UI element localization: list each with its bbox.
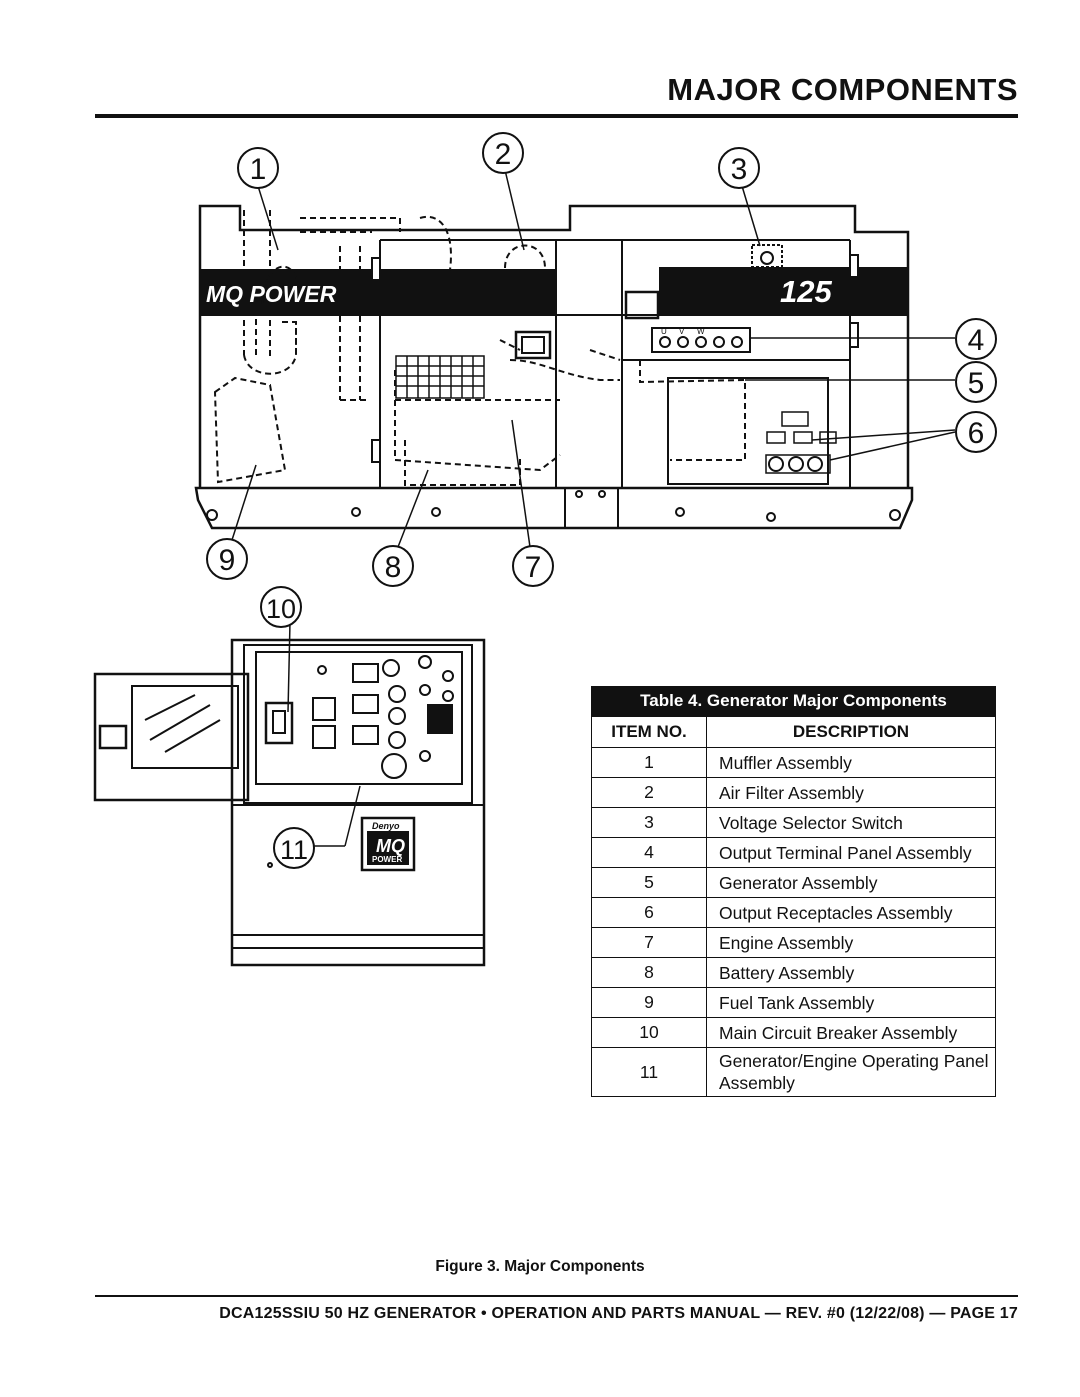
figure-caption: Figure 3. Major Components xyxy=(435,1258,645,1275)
svg-text:8: 8 xyxy=(385,551,402,584)
svg-text:W: W xyxy=(697,327,705,336)
model-number: 125 xyxy=(780,274,832,309)
radiator-grill xyxy=(395,355,485,399)
callout-5 xyxy=(955,361,997,403)
brand-stripe-right xyxy=(659,267,851,316)
svg-text:Denyo: Denyo xyxy=(372,821,400,831)
svg-text:V: V xyxy=(679,327,685,336)
header-description: DESCRIPTION xyxy=(706,716,996,748)
page-footer: DCA125SSIU 50 HZ GENERATOR • OPERATION A… xyxy=(219,1305,1018,1322)
title-rule xyxy=(95,114,1018,118)
svg-text:POWER: POWER xyxy=(372,855,402,864)
svg-text:3: 3 xyxy=(731,153,748,186)
page-title: MAJOR COMPONENTS xyxy=(667,72,1018,107)
row-11-line-1: Generator/Engine Operating Panel xyxy=(719,1051,989,1071)
svg-text:6: 6 xyxy=(968,417,985,450)
callout-1 xyxy=(237,147,279,189)
table-header-row: ITEM NO. DESCRIPTION xyxy=(591,716,996,748)
callout-8 xyxy=(372,545,414,587)
svg-text:5: 5 xyxy=(968,367,985,400)
svg-text:7: 7 xyxy=(525,551,542,584)
callout-11 xyxy=(273,827,315,869)
svg-text:4: 4 xyxy=(968,324,985,357)
svg-text:10: 10 xyxy=(266,594,296,624)
svg-text:9: 9 xyxy=(219,544,236,577)
svg-text:U: U xyxy=(661,327,667,336)
control-panel xyxy=(93,621,486,967)
row-11-line-2: Assembly xyxy=(719,1073,795,1093)
svg-text:1: 1 xyxy=(250,153,267,186)
footer-rule xyxy=(95,1295,1018,1297)
generator-enclosure xyxy=(194,204,914,530)
table-caption: Table 4. Generator Major Components xyxy=(591,686,996,716)
components-table: Table 4. Generator Major Components ITEM… xyxy=(591,686,996,1097)
callout-10 xyxy=(260,586,302,628)
callout-7 xyxy=(512,545,554,587)
header-item-no: ITEM NO. xyxy=(591,716,707,748)
svg-text:11: 11 xyxy=(280,835,308,865)
svg-text:MQ: MQ xyxy=(376,836,405,856)
callout-6 xyxy=(955,411,997,453)
callout-4 xyxy=(955,318,997,360)
callout-3 xyxy=(718,147,760,189)
svg-text:2: 2 xyxy=(495,138,512,171)
callout-2 xyxy=(482,132,524,174)
brand-logo: MQ POWER xyxy=(206,281,337,307)
callout-9 xyxy=(206,538,248,580)
